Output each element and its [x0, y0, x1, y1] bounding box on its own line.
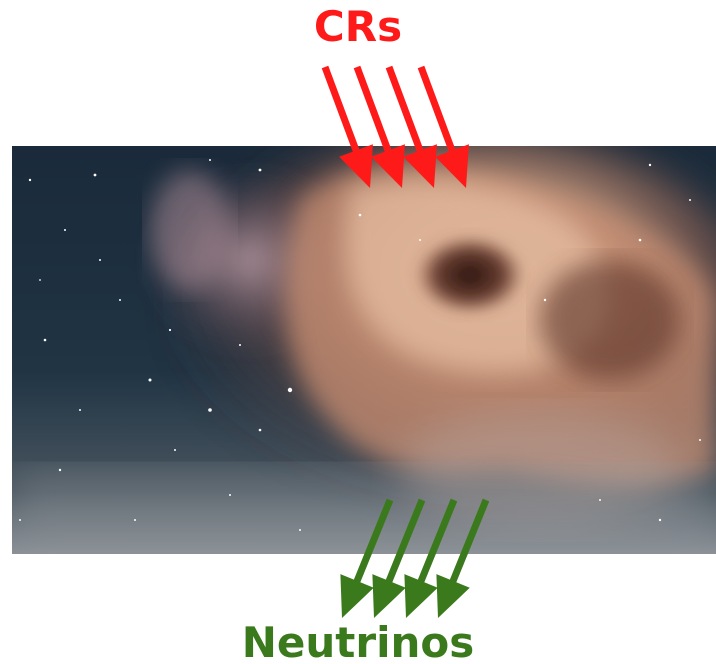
outgoing-arrow-2 — [372, 498, 426, 618]
outgoing-arrow-2-head — [372, 574, 406, 618]
outgoing-arrow-3-shaft — [416, 498, 458, 586]
incoming-arrow-4 — [417, 65, 469, 188]
star-field — [19, 159, 701, 531]
incoming-arrow-4-shaft — [417, 65, 457, 156]
incoming-arrow-2-head — [371, 144, 405, 188]
incoming-label: CRs — [313, 2, 403, 51]
outgoing-arrow-3-head — [404, 574, 438, 618]
incoming-arrow-3 — [385, 65, 437, 188]
outgoing-arrow-2-shaft — [384, 498, 426, 586]
outgoing-arrow-4-shaft — [448, 498, 490, 586]
incoming-arrow-1-head — [339, 144, 373, 188]
incoming-arrow-3-shaft — [385, 65, 425, 156]
outgoing-arrow-1-head — [340, 574, 374, 618]
nebula-photo — [12, 146, 716, 554]
incoming-arrow-group — [321, 65, 469, 188]
incoming-arrow-2-shaft — [353, 65, 393, 156]
incoming-arrow-3-head — [403, 144, 437, 188]
outgoing-arrow-4-head — [436, 574, 470, 618]
incoming-arrow-4-head — [435, 144, 469, 188]
incoming-arrow-1 — [321, 65, 373, 188]
outgoing-arrow-4 — [436, 498, 490, 618]
outgoing-arrow-group — [340, 498, 490, 618]
incoming-arrow-2 — [353, 65, 405, 188]
outgoing-label: Neutrinos — [241, 618, 475, 664]
outgoing-arrow-1 — [340, 498, 394, 618]
outgoing-arrow-3 — [404, 498, 458, 618]
incoming-arrow-1-shaft — [321, 65, 361, 156]
outgoing-arrow-1-shaft — [352, 498, 394, 586]
